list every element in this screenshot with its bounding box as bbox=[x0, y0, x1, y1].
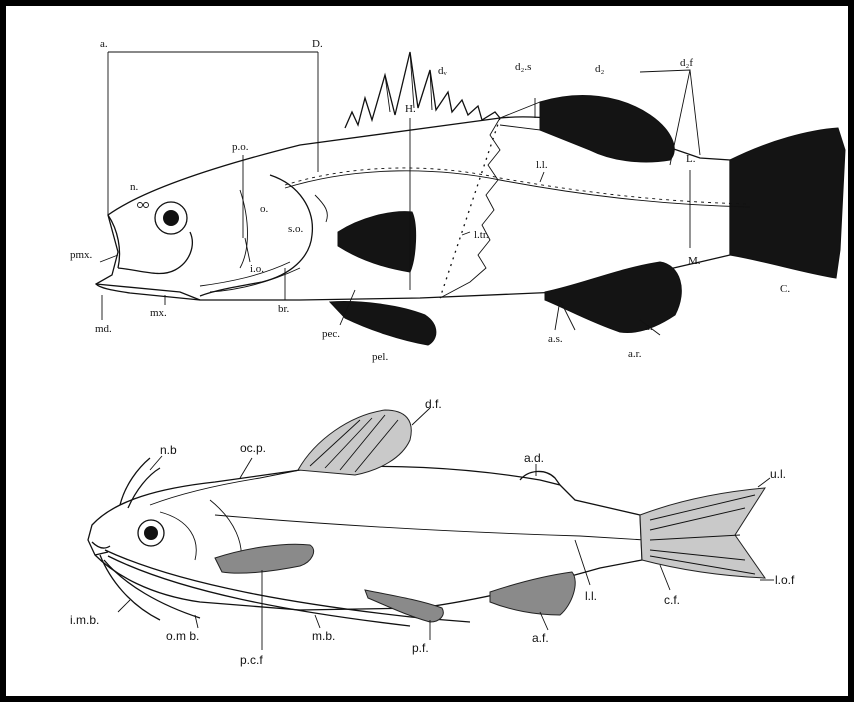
label-dv: dᵥ bbox=[438, 65, 448, 77]
label-lof: l.o.f bbox=[775, 573, 795, 587]
label-pf: p.f. bbox=[412, 641, 429, 655]
perch-pelvic-fin bbox=[330, 302, 436, 345]
label-n: n. bbox=[130, 181, 139, 193]
label-mx: mx. bbox=[150, 307, 167, 319]
label-pec: pec. bbox=[322, 328, 340, 340]
label-as: a.s. bbox=[548, 333, 563, 345]
label-po: p.o. bbox=[232, 141, 249, 153]
label-so: s.o. bbox=[288, 223, 304, 235]
label-ll-catfish: l.l. bbox=[585, 589, 597, 603]
label-pel: pel. bbox=[372, 351, 388, 363]
label-ar: a.r. bbox=[628, 348, 642, 360]
label-ul: u.l. bbox=[770, 467, 786, 481]
label-pmx: pmx. bbox=[70, 249, 93, 261]
label-ltr: l.tr. bbox=[474, 229, 489, 241]
perch-preoperculum bbox=[240, 190, 327, 268]
label-df: d.f. bbox=[425, 397, 442, 411]
perch-nostrils bbox=[138, 203, 143, 208]
perch-pectoral-fin bbox=[338, 212, 416, 272]
perch-lateral-line bbox=[285, 168, 750, 207]
label-D: D. bbox=[312, 38, 323, 50]
perch-mandible bbox=[96, 284, 200, 300]
perch-fish-drawing bbox=[96, 52, 845, 345]
perch-spiny-dorsal-fin bbox=[345, 52, 500, 128]
label-nb: n.b bbox=[160, 443, 177, 457]
catfish-caudal-fin bbox=[640, 488, 765, 578]
label-H: H. bbox=[405, 103, 416, 115]
label-ocp: oc.p. bbox=[240, 441, 266, 455]
label-M: M. bbox=[688, 255, 701, 267]
perch-jaw bbox=[108, 215, 192, 273]
label-omb: o.m b. bbox=[166, 629, 199, 643]
catfish-dorsal-fin bbox=[298, 410, 411, 475]
catfish-anal-fin bbox=[490, 572, 575, 615]
label-mb: m.b. bbox=[312, 629, 335, 643]
label-d2s: d₂.s bbox=[515, 61, 531, 73]
catfish-pectoral-fin bbox=[215, 544, 314, 573]
label-pcf: p.c.f bbox=[240, 653, 263, 667]
perch-operculum bbox=[200, 175, 312, 296]
label-d2f: d₂f bbox=[680, 57, 693, 69]
label-L: L. bbox=[686, 153, 696, 165]
label-ll: l.l. bbox=[536, 159, 548, 171]
perch-soft-dorsal-fin bbox=[540, 96, 674, 162]
label-br: br. bbox=[278, 303, 290, 315]
label-cf: c.f. bbox=[664, 593, 680, 607]
label-ad: a.d. bbox=[524, 451, 544, 465]
label-io: i.o. bbox=[250, 263, 264, 275]
perch-anal-fin bbox=[545, 262, 681, 333]
perch-caudal-fin bbox=[730, 128, 845, 278]
catfish-lateral-line bbox=[215, 515, 645, 540]
label-af: a.f. bbox=[532, 631, 549, 645]
label-md: md. bbox=[95, 323, 112, 335]
label-d2: d₂ bbox=[595, 63, 605, 75]
catfish-pelvic-fin bbox=[365, 590, 443, 622]
perch-eye-pupil bbox=[163, 210, 179, 226]
label-imb: i.m.b. bbox=[70, 613, 99, 627]
label-a: a. bbox=[645, 321, 653, 333]
label-A: a. bbox=[100, 38, 108, 50]
catfish-eye-pupil bbox=[144, 526, 158, 540]
label-C: C. bbox=[780, 283, 790, 295]
label-o: o. bbox=[260, 203, 269, 215]
